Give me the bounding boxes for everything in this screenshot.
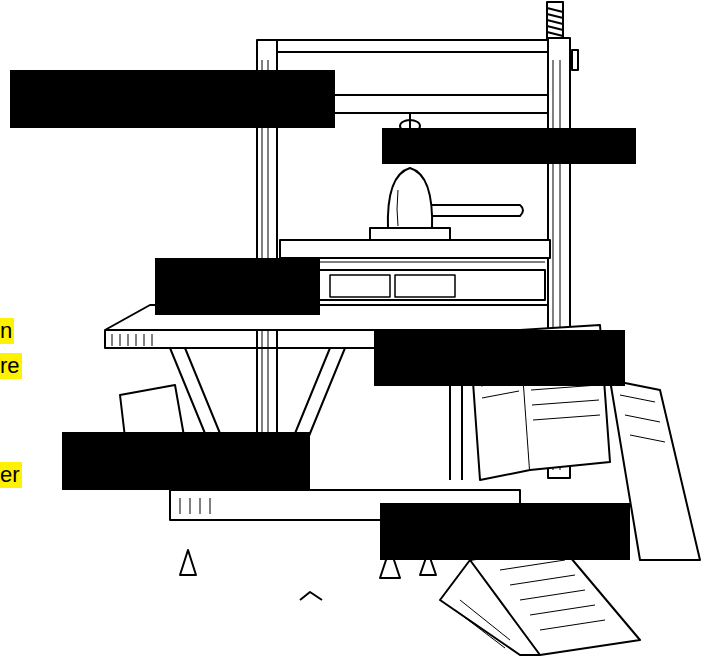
highlighted-label: er [0,462,22,488]
highlighted-label: n [0,318,14,344]
highlighted-label: re [0,353,22,379]
redaction-box [10,70,636,560]
